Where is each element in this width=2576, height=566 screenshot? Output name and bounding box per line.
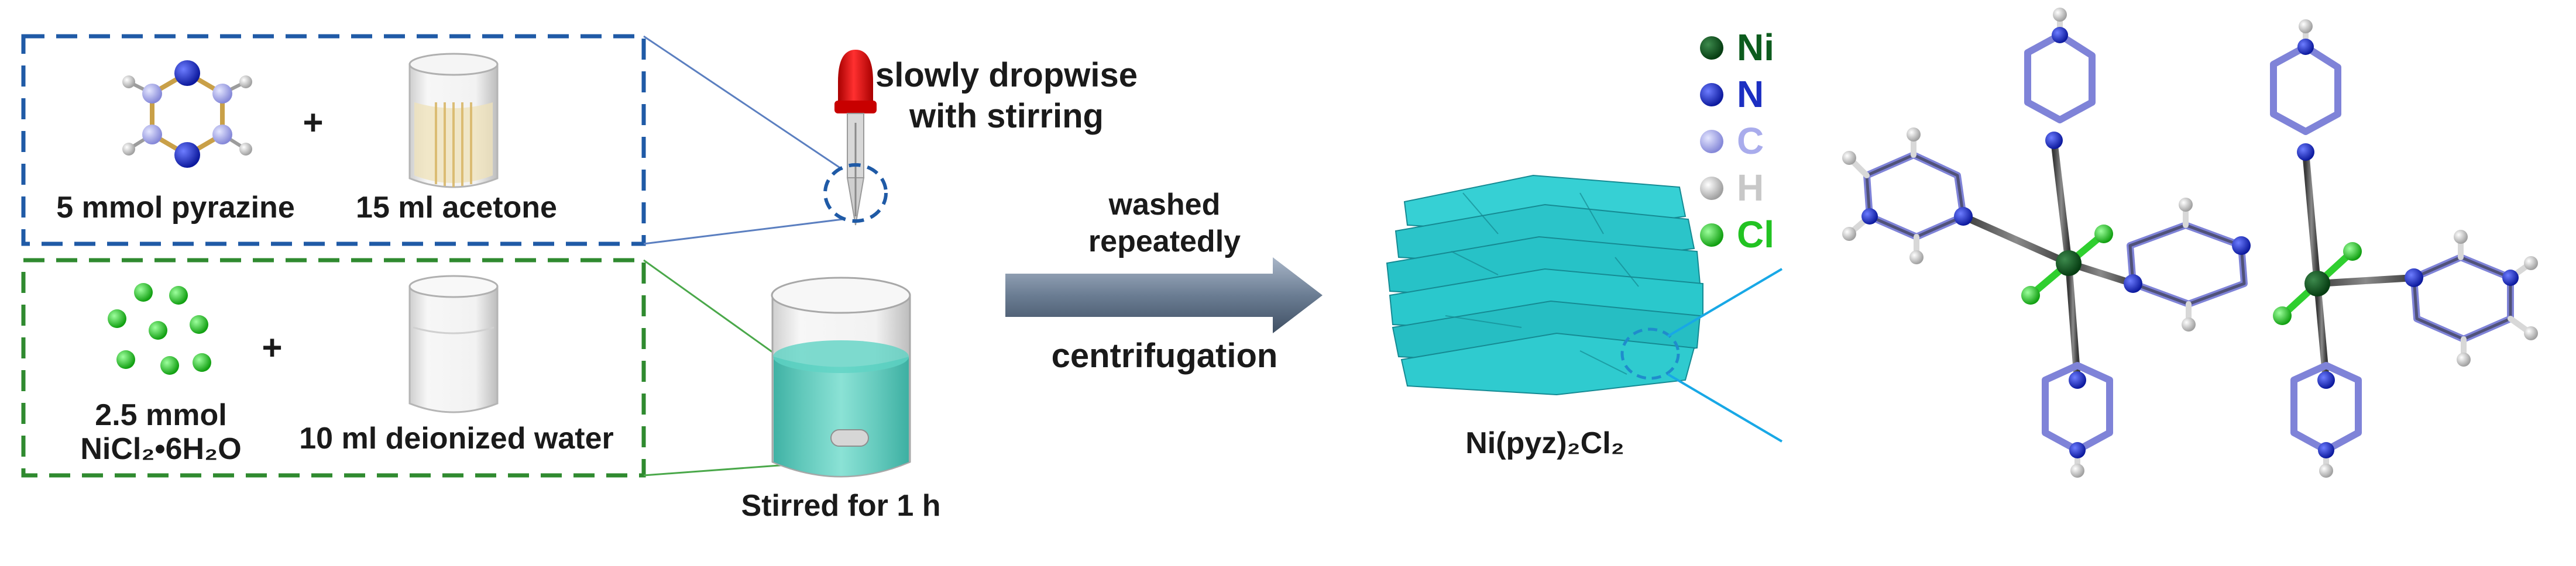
pyrazine-box [21, 34, 646, 246]
legend-c: C [1737, 120, 1764, 162]
acetone-label: 15 ml acetone [356, 191, 557, 225]
crystal-structure [1842, 8, 2538, 478]
layered-crystal [1386, 174, 1703, 396]
nickel-formula: NiCl₂•6H₂O [80, 432, 242, 466]
dropwise-label-line1: slowly dropwise [875, 56, 1138, 94]
zoom-line-bottom [1667, 373, 1783, 443]
centrifugation-label: centrifugation [1051, 337, 1278, 375]
reaction-beaker [771, 277, 911, 478]
element-legend-markers [1700, 36, 1723, 247]
water-label: 10 ml deionized water [299, 422, 614, 455]
guide-line-top [643, 35, 843, 171]
guide-line-green-bottom [643, 464, 788, 477]
guide-line-bottom [643, 218, 843, 245]
legend-cl: Cl [1737, 213, 1774, 256]
washed-label-line2: repeatedly [1088, 225, 1241, 258]
stirred-label: Stirred for 1 h [741, 489, 941, 523]
dropper [834, 50, 877, 226]
washed-label-line1: washed [1108, 188, 1221, 222]
dropper-highlight [823, 163, 888, 223]
pyrazine-molecule [122, 60, 252, 168]
legend-n: N [1737, 73, 1764, 115]
water-beaker [408, 275, 499, 413]
acetone-beaker [408, 53, 499, 188]
product-formula: Ni(pyz)₂Cl₂ [1465, 426, 1624, 460]
nickel-chloride-particles [108, 283, 211, 375]
zoom-line-top [1667, 268, 1783, 337]
crystal-zoom-circle [1620, 327, 1680, 380]
dropwise-label-line2: with stirring [909, 97, 1104, 135]
nickel-box [21, 258, 646, 478]
plus-sign-bottom: + [262, 328, 283, 367]
pyrazine-label: 5 mmol pyrazine [56, 191, 295, 225]
nickel-amount: 2.5 mmol [95, 398, 227, 432]
plus-sign-top: + [303, 103, 324, 142]
process-arrow [1005, 257, 1323, 333]
guide-line-green-top [643, 259, 788, 364]
legend-h: H [1737, 167, 1764, 209]
legend-ni: Ni [1737, 26, 1774, 68]
